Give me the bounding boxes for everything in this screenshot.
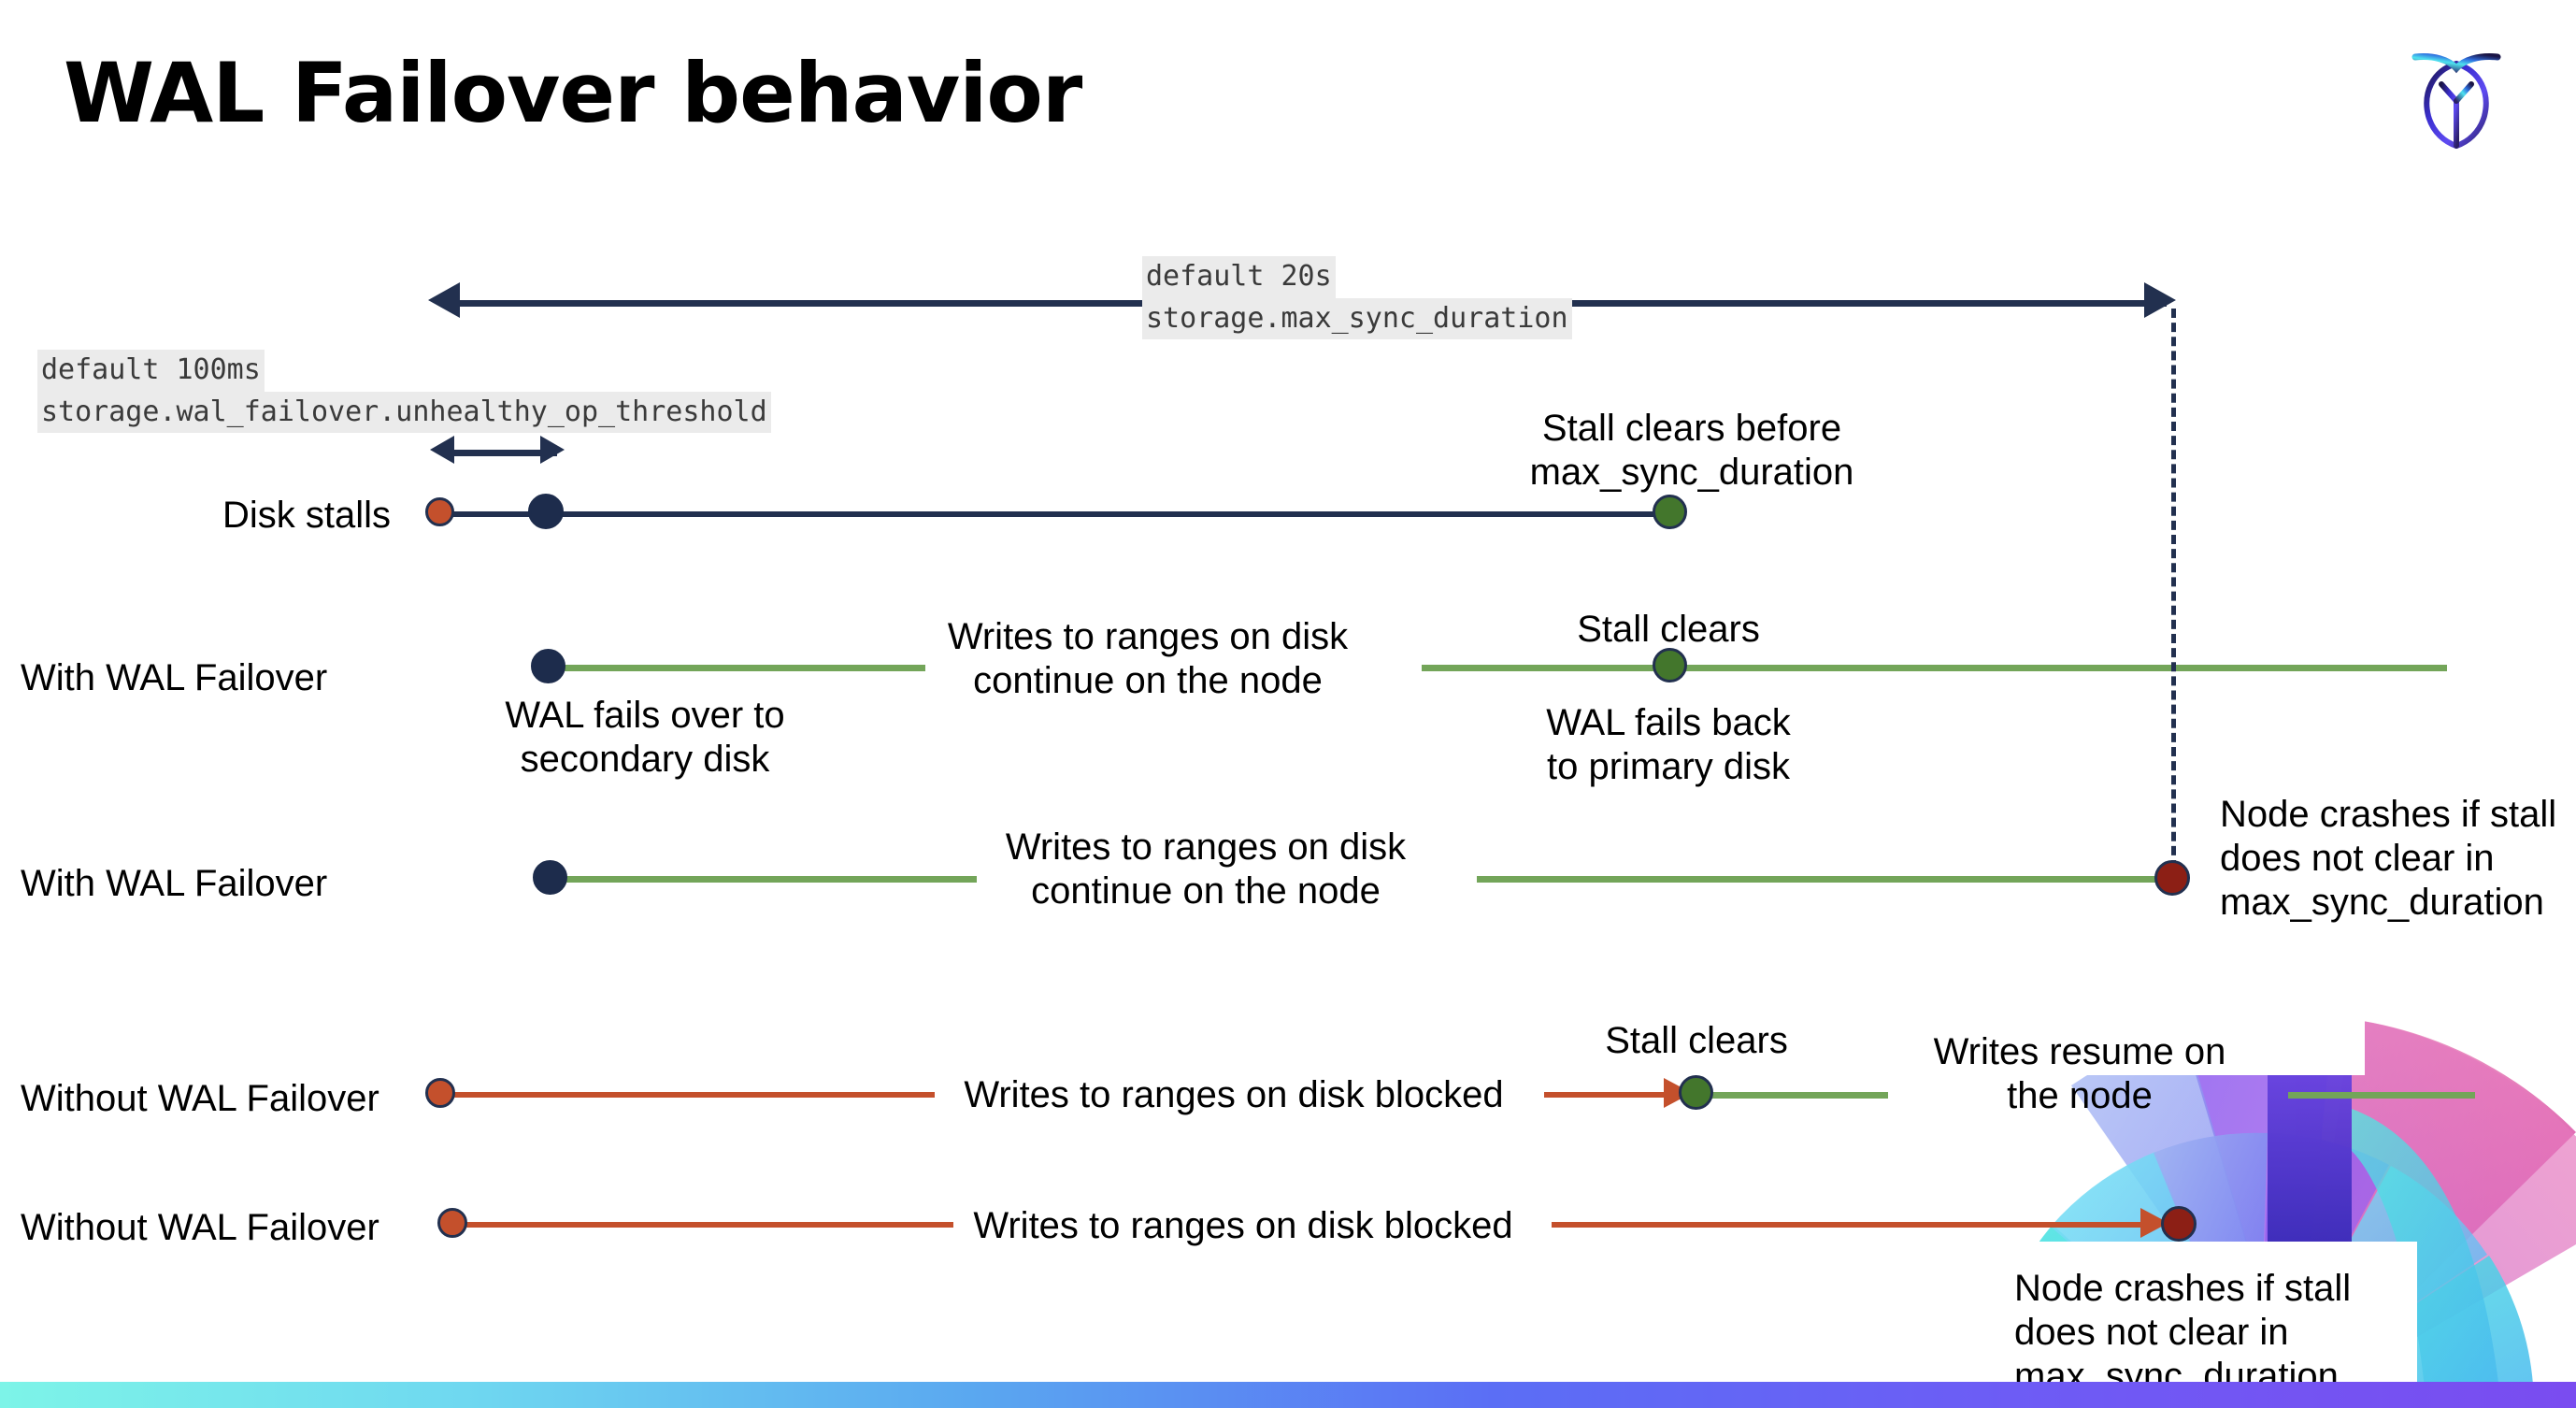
with-failover-2-segment-a (547, 876, 977, 883)
without-failover-2-blocked-line-b (1552, 1222, 2150, 1228)
stall-clears-caption-2: Stall clears (1605, 1020, 1788, 1061)
max-sync-duration-arrow-right-head (2144, 282, 2176, 318)
without-failover-1-resume-line-2 (2288, 1092, 2475, 1099)
node-crashes-caption-2: Node crashes if stall does not clear in … (2014, 1267, 2407, 1400)
row-label-with-wal-failover-1: With WAL Failover (21, 657, 328, 698)
writes-continue-2-line1: Writes to ranges on disk (1005, 826, 1407, 868)
with-failover-2-failover-dot (533, 860, 567, 895)
row-label-with-wal-failover-2: With WAL Failover (21, 863, 328, 904)
without-failover-2-crash-dot (2161, 1206, 2197, 1242)
without-failover-1-start-dot (425, 1078, 455, 1108)
writes-resume-line2: the node (2007, 1075, 2153, 1117)
max-sync-duration-dashed-guide (2171, 309, 2176, 869)
unhealthy-op-threshold-arrow-line (452, 450, 557, 456)
row-label-without-wal-failover-1: Without WAL Failover (21, 1078, 379, 1119)
disk-stall-failover-dot (528, 494, 564, 529)
node-crashes-1-line3: max_sync_duration (2220, 882, 2544, 924)
unhealthy-op-threshold-name: storage.wal_failover.unhealthy_op_thresh… (37, 391, 771, 434)
writes-blocked-caption-2: Writes to ranges on disk blocked (973, 1205, 1513, 1246)
stall-clears-before-line1: Stall clears before (1541, 408, 1842, 449)
max-sync-duration-arrow-left-head (428, 282, 460, 318)
row-label-without-wal-failover-2: Without WAL Failover (21, 1207, 379, 1248)
wal-fails-back-line1: WAL fails back (1546, 702, 1791, 743)
with-failover-1-clear-dot (1653, 648, 1687, 682)
wal-fails-over-line2: secondary disk (520, 739, 770, 781)
without-failover-2-blocked-line-a (458, 1222, 953, 1228)
with-failover-2-crash-dot (2154, 860, 2190, 896)
cockroach-labs-logo-icon (2391, 26, 2522, 157)
with-failover-1-failover-dot (531, 649, 565, 683)
without-failover-1-blocked-line (449, 1092, 935, 1098)
writes-resume-caption: Writes resume on the node (1925, 1030, 2234, 1118)
writes-blocked-caption-1: Writes to ranges on disk blocked (964, 1074, 1504, 1115)
node-crashes-1-line1: Node crashes if stall (2220, 794, 2557, 835)
writes-resume-line1: Writes resume on (1933, 1031, 2226, 1072)
unhealthy-op-threshold-setting-label: default 100ms storage.wal_failover.unhea… (37, 350, 771, 434)
without-failover-1-clear-dot (1679, 1075, 1713, 1110)
writes-continue-caption-1: Writes to ranges on disk continue on the… (942, 615, 1353, 703)
unhealthy-op-threshold-default: default 100ms (37, 350, 265, 392)
without-failover-2-start-dot (437, 1208, 467, 1238)
without-failover-1-blocked-line-2 (1544, 1092, 1666, 1098)
node-crashes-2-line1: Node crashes if stall (2014, 1268, 2352, 1309)
unhealthy-op-threshold-arrow-left-head (430, 436, 454, 464)
bottom-gradient-band (0, 1382, 2576, 1408)
with-failover-1-segment-b (1422, 665, 2447, 671)
max-sync-duration-name: storage.max_sync_duration (1142, 297, 1572, 340)
writes-continue-2-line2: continue on the node (1031, 870, 1381, 912)
node-crashes-1-line2: does not clear in (2220, 838, 2495, 880)
wal-fails-over-line1: WAL fails over to (505, 695, 785, 736)
writes-continue-caption-2: Writes to ranges on disk continue on the… (1000, 826, 1411, 913)
wal-fails-back-line2: to primary disk (1546, 746, 1791, 788)
disk-stall-clear-dot (1653, 495, 1687, 529)
without-failover-1-resume-line (1710, 1092, 1888, 1099)
wal-fails-back-caption: WAL fails back to primary disk (1486, 701, 1851, 789)
caption-backdrop-panel (1972, 1242, 2417, 1405)
disk-stall-start-dot (425, 497, 454, 526)
wal-fails-over-caption: WAL fails over to secondary disk (467, 694, 823, 782)
caption-backdrop-panel-2 (1916, 935, 2365, 1075)
row-label-disk-stalls: Disk stalls (222, 495, 392, 536)
stall-clears-caption-1: Stall clears (1577, 609, 1760, 650)
disk-stalls-timeline (439, 511, 1675, 517)
with-failover-1-segment-a (542, 665, 925, 671)
writes-continue-1-line2: continue on the node (973, 660, 1323, 702)
max-sync-duration-default: default 20s (1142, 256, 1336, 298)
max-sync-duration-setting-label: default 20s storage.max_sync_duration (1142, 256, 1572, 340)
page-title: WAL Failover behavior (64, 45, 1082, 141)
with-failover-2-segment-b (1477, 876, 2168, 883)
stall-clears-before-caption: Stall clears before max_sync_duration (1524, 407, 1860, 495)
node-crashes-2-line2: does not clear in (2014, 1312, 2289, 1354)
stall-clears-before-line2: max_sync_duration (1529, 452, 1854, 494)
unhealthy-op-threshold-arrow-right-head (540, 436, 565, 464)
writes-continue-1-line1: Writes to ranges on disk (947, 616, 1349, 657)
node-crashes-caption-1: Node crashes if stall does not clear in … (2220, 793, 2576, 926)
